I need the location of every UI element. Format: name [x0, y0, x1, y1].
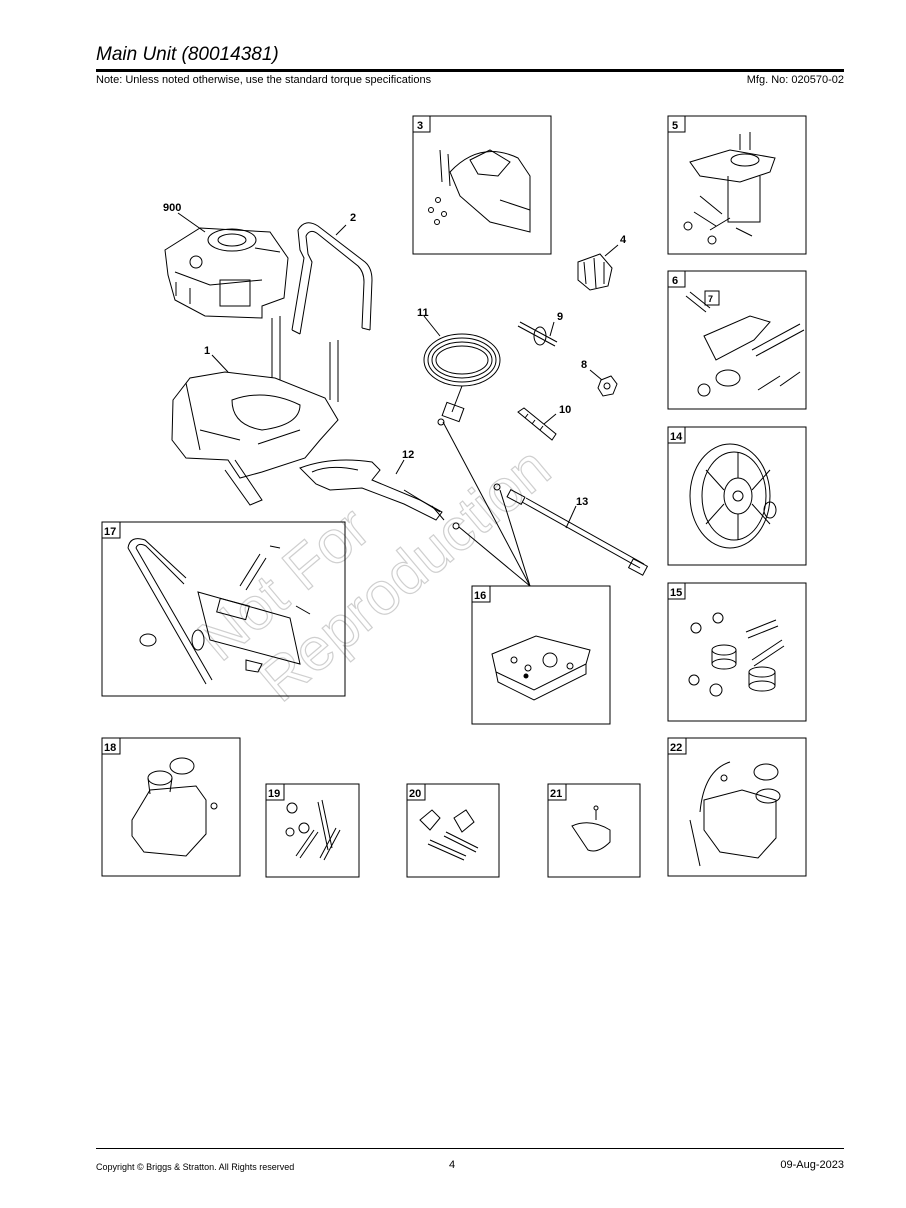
bolt-kit-20-illustration: [419, 809, 479, 861]
engine-illustration: [164, 227, 289, 319]
detail-box-7: [704, 290, 720, 306]
detail-box-17: [101, 521, 346, 697]
detail-box-6: [667, 270, 807, 410]
box-label-6: 6: [672, 275, 678, 287]
fuel-tank-illustration: [131, 757, 218, 857]
pump-illustration: [683, 132, 776, 245]
box-label-21: 21: [550, 788, 562, 800]
detail-box-14: [667, 426, 807, 566]
bolt-kit-19-illustration: [285, 799, 341, 861]
leader-lines: [442, 421, 531, 587]
detail-box-15: [667, 582, 807, 722]
callout-2: 2: [350, 212, 356, 224]
knob-illustration: [577, 253, 613, 291]
panel-illustration: [428, 149, 531, 233]
spray-gun-illustration: [299, 459, 460, 530]
box-label-5: 5: [672, 120, 678, 132]
box-label-16: 16: [474, 590, 486, 602]
detail-box-16: [471, 585, 611, 725]
footer-rule: [96, 1148, 844, 1149]
callout-900: 900: [163, 202, 181, 214]
callout-11: 11: [417, 307, 429, 319]
handle-kit-illustration: [127, 538, 311, 685]
watermark: Not For Reproduction: [185, 433, 563, 715]
holder-illustration: [517, 407, 557, 441]
detail-box-22: [667, 737, 807, 877]
callout-12: 12: [402, 449, 414, 461]
box-label-18: 18: [104, 742, 116, 754]
callout-1: 1: [204, 345, 210, 357]
print-date: 09-Aug-2023: [780, 1159, 844, 1171]
fuel-tank-22-illustration: [689, 761, 781, 867]
detail-box-20: [406, 783, 500, 878]
box-label-17: 17: [104, 526, 116, 538]
detail-box-19: [265, 783, 360, 878]
callout-13: 13: [576, 496, 588, 508]
frame-illustration: [171, 316, 339, 506]
mfg-number: Mfg. No: 020570-02: [746, 74, 844, 86]
cap-illustration: [571, 805, 611, 852]
torque-note: Note: Unless noted otherwise, use the st…: [96, 74, 432, 86]
callout-4: 4: [620, 234, 627, 246]
box-label-7: 7: [708, 294, 713, 304]
page-number: 4: [449, 1159, 456, 1171]
hose-illustration: [423, 333, 501, 426]
detail-box-5: [667, 115, 807, 255]
box-label-14: 14: [670, 431, 683, 443]
callout-9: 9: [557, 311, 563, 323]
detail-box-18: [101, 737, 241, 877]
shaft-illustration: [517, 321, 558, 347]
manifold-illustration: [685, 291, 805, 397]
copyright-text: Copyright © Briggs & Stratton. All Right…: [96, 1162, 295, 1172]
wheel-illustration: [689, 443, 777, 549]
box-label-3: 3: [417, 120, 423, 132]
handle-illustration: [291, 222, 373, 335]
nut-illustration: [597, 375, 618, 397]
detail-box-21: [547, 783, 641, 878]
page-title: Main Unit (80014381): [96, 44, 279, 65]
box-label-19: 19: [268, 788, 280, 800]
box-label-20: 20: [409, 788, 421, 800]
callout-10: 10: [559, 404, 571, 416]
header-rule: [96, 69, 844, 72]
wand-illustration: [493, 483, 649, 576]
nozzle-card-illustration: [491, 635, 591, 701]
box-label-22: 22: [670, 742, 682, 754]
hardware-illustration: [688, 612, 785, 697]
detail-box-3: [412, 115, 552, 255]
callout-leaders: [177, 212, 619, 529]
box-label-15: 15: [670, 587, 682, 599]
callout-8: 8: [581, 359, 587, 371]
